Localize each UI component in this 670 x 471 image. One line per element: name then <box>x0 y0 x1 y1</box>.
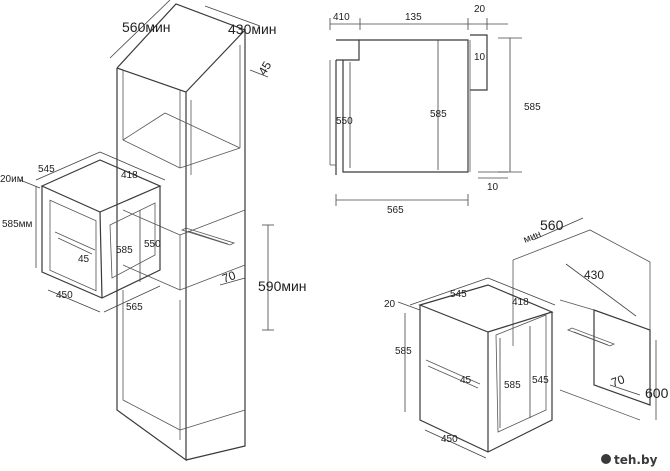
side-elevation <box>329 18 522 206</box>
watermark-text: teh.by <box>614 453 658 467</box>
label-cab-width: 560мин <box>122 19 171 35</box>
label-side-565: 565 <box>387 205 404 216</box>
label-side-410: 410 <box>333 12 350 23</box>
label-br-585: 585 <box>504 380 521 391</box>
label-cab-niche-h: 590мин <box>258 278 307 294</box>
watermark-bg <box>598 449 668 469</box>
label-br-70: 70 <box>609 372 627 390</box>
label-oven-450: 450 <box>56 290 73 301</box>
label-side-10a: 10 <box>474 52 486 63</box>
label-oven-550: 550 <box>144 239 161 250</box>
label-br-min: мин <box>522 229 543 246</box>
label-br-430: 430 <box>584 268 604 282</box>
label-br-450: 450 <box>441 434 458 445</box>
label-cab-70: 70 <box>220 268 238 286</box>
label-br-45: 45 <box>460 375 472 386</box>
label-br-560: 560 <box>540 217 564 233</box>
label-cab-depth: 430мин <box>228 21 277 37</box>
label-oven-545: 545 <box>38 164 55 175</box>
label-br-418: 418 <box>512 297 529 308</box>
label-oven-585b: 585 <box>116 245 133 256</box>
label-br-545r: 545 <box>532 375 549 386</box>
label-br-600: 600 <box>645 385 669 401</box>
label-oven-585: 585мм <box>2 219 33 230</box>
watermark-dot-icon <box>601 454 611 464</box>
tall-cabinet <box>109 0 274 462</box>
label-side-135: 135 <box>405 12 422 23</box>
label-side-10b: 10 <box>487 182 499 193</box>
oven-right <box>397 277 556 459</box>
niche-view <box>512 217 657 421</box>
label-br-585l: 585 <box>395 346 412 357</box>
label-cab-45: 45 <box>255 59 274 78</box>
label-side-20: 20 <box>474 4 486 15</box>
label-side-585r: 585 <box>524 102 541 113</box>
label-br-20: 20 <box>384 299 396 310</box>
label-br-545: 545 <box>450 289 467 300</box>
label-oven-565: 565 <box>126 302 143 313</box>
label-oven-20: 20им <box>0 174 24 185</box>
label-oven-45: 45 <box>78 254 90 265</box>
oven-left <box>19 151 166 313</box>
label-side-585: 585 <box>430 109 447 120</box>
label-oven-418: 418 <box>121 170 138 181</box>
label-side-550: 550 <box>336 116 353 127</box>
